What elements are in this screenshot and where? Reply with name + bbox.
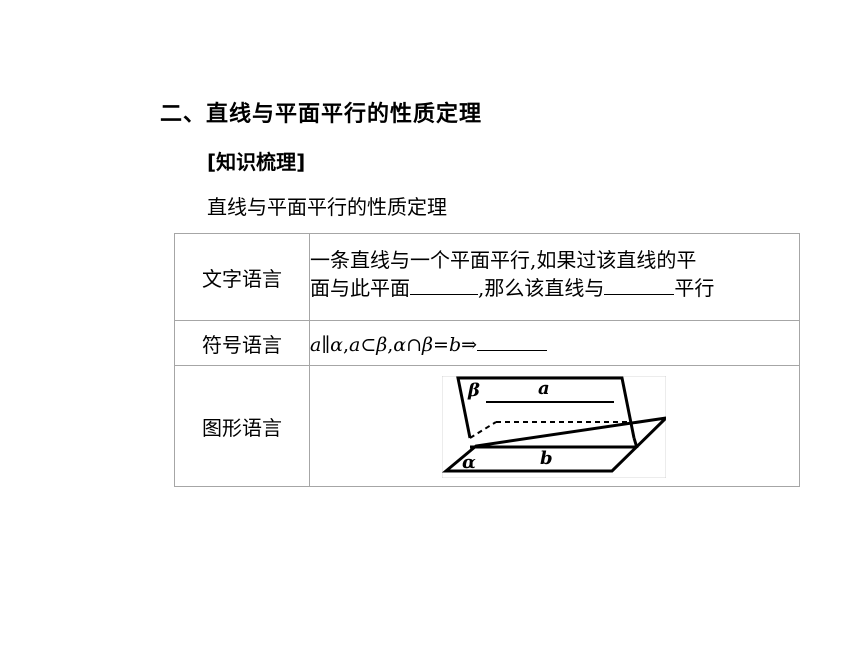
sym-equals: =: [433, 334, 449, 356]
knowledge-summary-label: [知识梳理]: [207, 150, 306, 174]
table-row-figure-language: 图形语言 β a: [174, 365, 800, 487]
sym-parallel: ∥: [321, 334, 331, 356]
table-row-symbol-language: 符号语言 a∥α,a⊂β,α∩β=b⇒: [174, 320, 800, 366]
sym-implies: ⇒: [461, 334, 478, 356]
sym-a: a: [310, 334, 322, 356]
answer-blank-3: [477, 330, 548, 351]
label-b: b: [540, 448, 553, 469]
text-language-cell: 一条直线与一个平面平行,如果过该直线的平 面与此平面 ,那么该直线与 平行: [309, 233, 800, 321]
sym-beta: β: [422, 334, 434, 356]
row-label-symbol-language: 符号语言: [174, 320, 310, 366]
row-label-figure-language: 图形语言: [174, 365, 310, 487]
label-alpha: α: [462, 452, 476, 473]
sym-alpha: α: [393, 334, 407, 356]
label-a: a: [538, 378, 550, 399]
figure-language-cell: β a α b: [309, 365, 800, 487]
symbol-expression: a∥α,a⊂β,α∩β=b⇒: [310, 334, 548, 356]
text-language-line2: 面与此平面 ,那么该直线与 平行: [310, 274, 799, 302]
sym-a: a: [349, 334, 361, 356]
table-row-text-language: 文字语言 一条直线与一个平面平行,如果过该直线的平 面与此平面 ,那么该直线与 平行: [174, 233, 800, 321]
answer-blank-2: [604, 274, 675, 295]
sym-comma: ,: [342, 334, 349, 356]
sym-beta: β: [376, 334, 388, 356]
row-label-text-language: 文字语言: [174, 233, 310, 321]
sym-b: b: [448, 334, 462, 356]
text-language-line1: 一条直线与一个平面平行,如果过该直线的平: [310, 248, 697, 272]
planes-diagram: β a α b: [442, 376, 666, 478]
text-part-a: 面与此平面: [310, 276, 410, 300]
plane-beta-outline: [456, 376, 636, 439]
text-part-b: ,那么该直线与: [478, 276, 605, 300]
diagram-frame: [442, 376, 666, 478]
symbol-language-cell: a∥α,a⊂β,α∩β=b⇒: [309, 320, 800, 366]
sym-intersection: ∩: [406, 334, 423, 356]
theorem-table: 文字语言 一条直线与一个平面平行,如果过该直线的平 面与此平面 ,那么该直线与 平行…: [174, 233, 800, 487]
answer-blank-1: [410, 274, 478, 295]
section-heading: 二、直线与平面平行的性质定理: [160, 102, 483, 127]
plane-alpha-outline: [442, 416, 666, 473]
theorem-title: 直线与平面平行的性质定理: [207, 195, 447, 219]
sym-subset: ⊂: [360, 334, 377, 356]
label-beta: β: [467, 380, 480, 401]
text-part-c: 平行: [674, 276, 715, 300]
sym-comma: ,: [387, 334, 394, 356]
sym-alpha: α: [330, 334, 343, 356]
